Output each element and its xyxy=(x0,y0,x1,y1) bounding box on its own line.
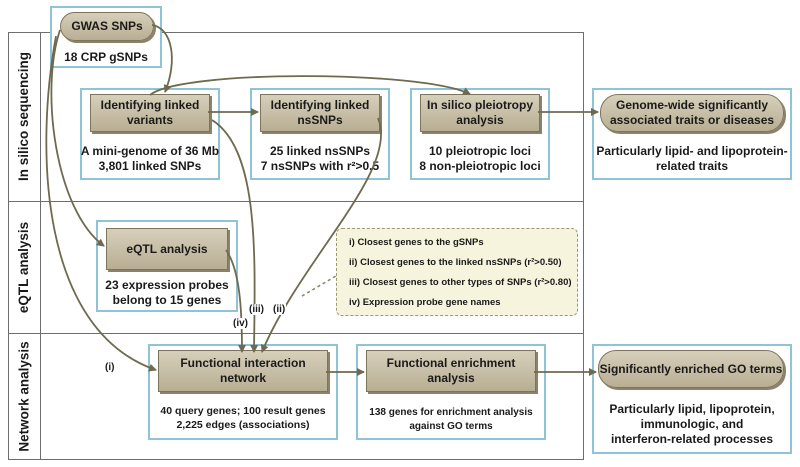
note-line-iii: iii) Closest genes to other types of SNP… xyxy=(349,277,572,288)
enrichment-text: 138 genes for enrichment analysis agains… xyxy=(369,407,533,432)
note-line-ii: ii) Closest genes to the linked nsSNPs (… xyxy=(349,257,562,268)
arrow-gwas-to-variants xyxy=(151,24,173,93)
linked-nssnps-text: 25 linked nsSNPs 7 nsSNPs with r²>0.5 xyxy=(260,144,380,173)
section-divider-1 xyxy=(8,201,584,202)
arrow-label-iii: (iii) xyxy=(248,304,265,315)
eqtl-text: 23 expression probes belong to 15 genes xyxy=(105,278,229,307)
gene-source-note: i) Closest genes to the gSNPs ii) Closes… xyxy=(336,228,578,316)
arrow-gwas-to-eqtl xyxy=(50,29,105,247)
go-terms-text: Particularly lipid, lipoprotein, immunol… xyxy=(609,402,775,446)
gwas-text: 18 CRP gSNPs xyxy=(64,50,148,64)
eqtl-header: eQTL analysis xyxy=(106,228,228,270)
arrow-label-iv: (iv) xyxy=(232,318,249,329)
linked-variants-text: A mini-genome of 36 Mb 3,801 linked SNPs xyxy=(80,144,220,173)
interaction-text: 40 query genes; 100 result genes 2,225 e… xyxy=(160,405,326,431)
label-column-divider xyxy=(40,32,41,460)
arrow-variants-to-pleiotropy xyxy=(149,75,471,96)
note-connector xyxy=(301,275,337,297)
section-divider-2 xyxy=(8,333,584,334)
arrow-gwas-to-network xyxy=(45,35,157,372)
arrow-nssnps-to-network xyxy=(260,117,382,353)
go-terms-header: Significantly enriched GO terms xyxy=(598,350,784,388)
genome-wide-text: Particularly lipid- and lipoprotein- rel… xyxy=(596,144,788,173)
gwas-header: GWAS SNPs xyxy=(60,12,154,41)
note-line-i: i) Closest genes to the gSNPs xyxy=(349,237,484,248)
outer-frame xyxy=(8,32,584,460)
arrow-eqtl-to-network xyxy=(225,249,246,353)
arrow-label-i: (i) xyxy=(104,362,116,373)
note-line-iv: iv) Expression probe gene names xyxy=(349,297,501,308)
pleiotropy-text: 10 pleiotropic loci 8 non-pleiotropic lo… xyxy=(419,144,541,173)
arrow-label-ii: (ii) xyxy=(272,304,287,315)
arrow-variants-to-network xyxy=(211,119,259,353)
